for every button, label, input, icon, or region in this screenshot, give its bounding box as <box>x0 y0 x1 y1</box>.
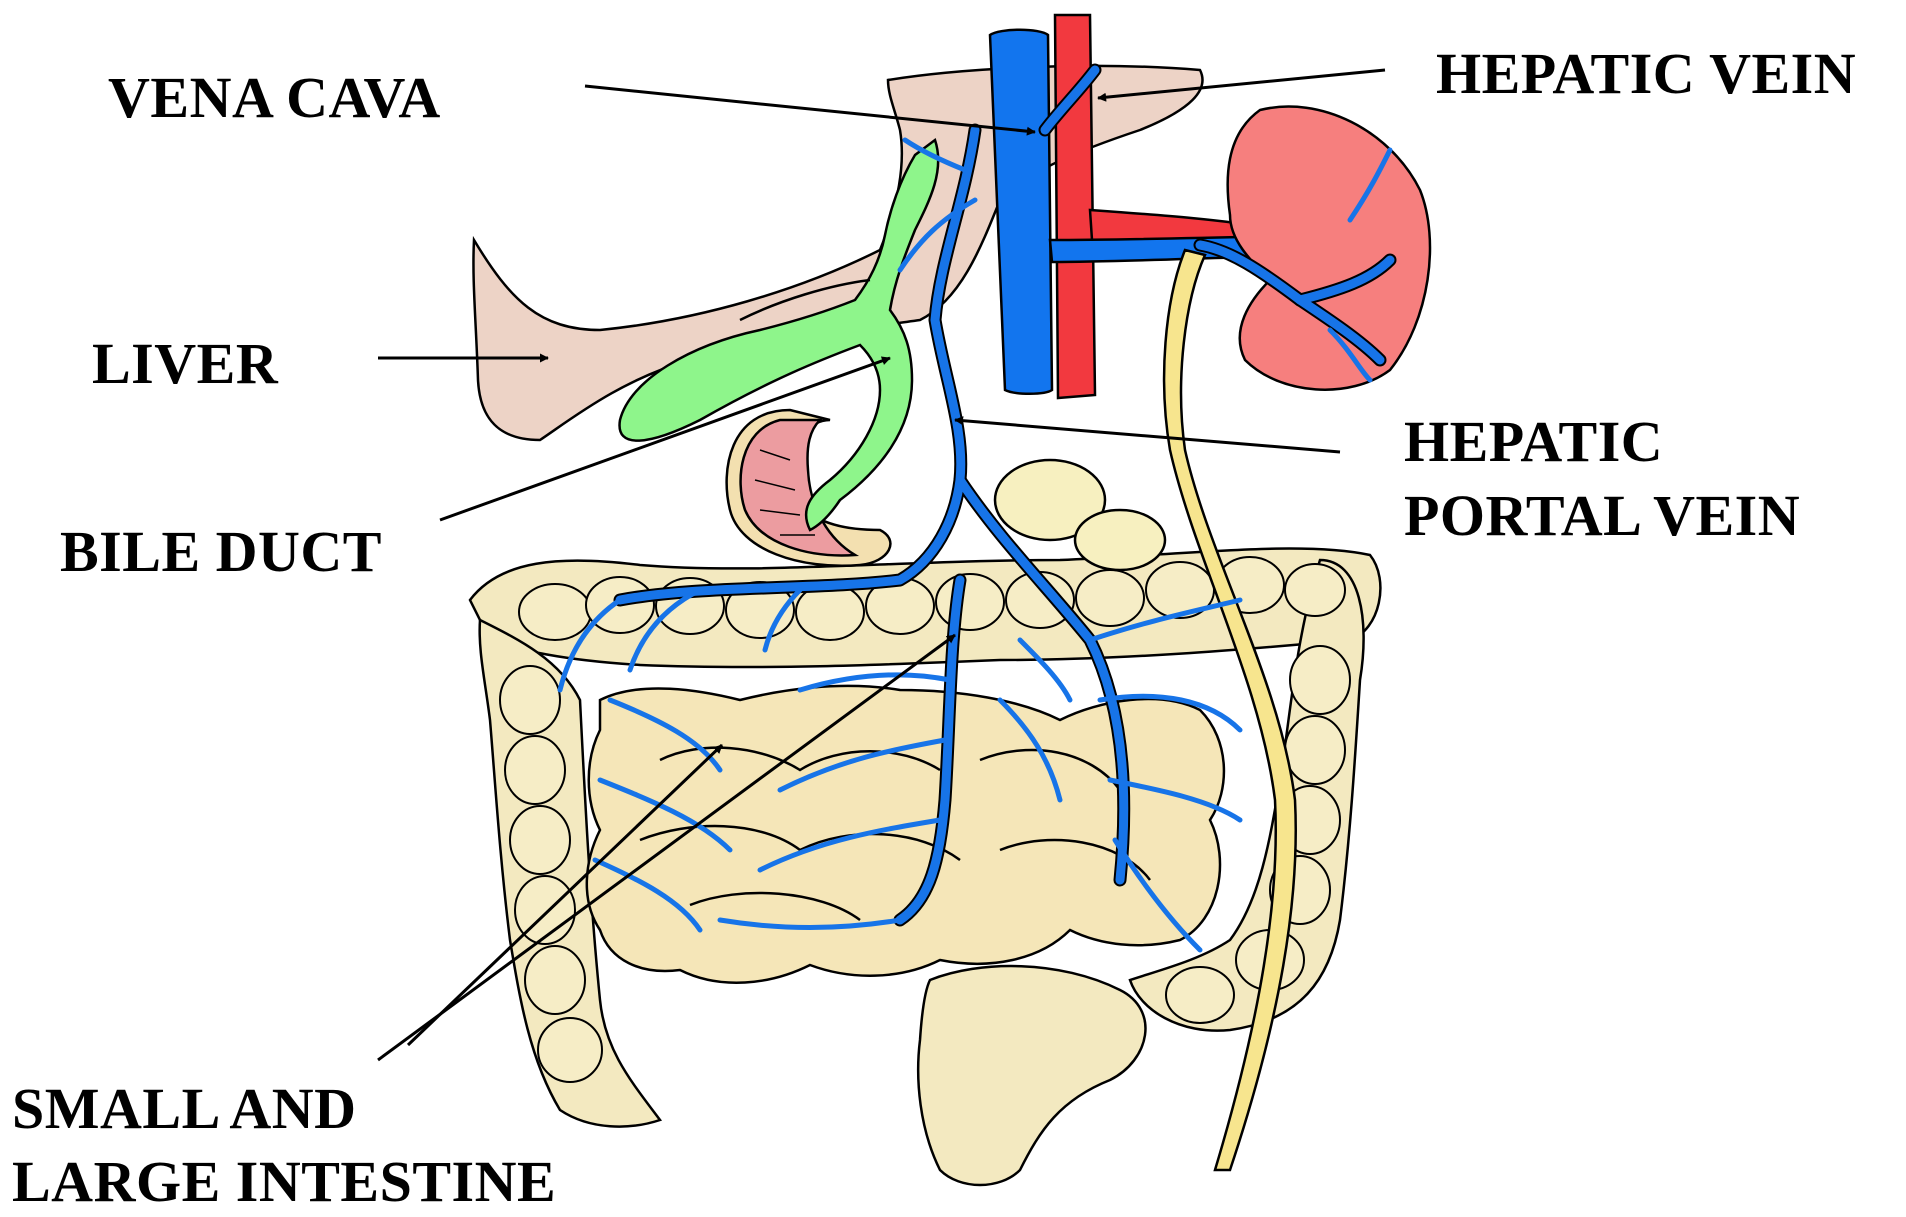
sigmoid-colon <box>918 966 1145 1185</box>
small-intestine <box>587 460 1224 983</box>
arrow-hepatic-portal-vein <box>955 420 1340 452</box>
label-vena-cava: VENA CAVA <box>108 64 441 132</box>
stomach <box>727 410 891 566</box>
label-liver: LIVER <box>92 330 278 398</box>
label-intestine-line1: SMALL AND <box>12 1075 357 1143</box>
label-intestine-line2: LARGE INTESTINE <box>12 1148 556 1216</box>
label-hepatic-portal-vein-line1: HEPATIC <box>1404 408 1663 476</box>
label-bile-duct: BILE DUCT <box>60 518 382 586</box>
kidney <box>1228 107 1430 390</box>
label-hepatic-portal-vein-line2: PORTAL VEIN <box>1404 482 1800 550</box>
label-hepatic-vein: HEPATIC VEIN <box>1436 40 1856 108</box>
